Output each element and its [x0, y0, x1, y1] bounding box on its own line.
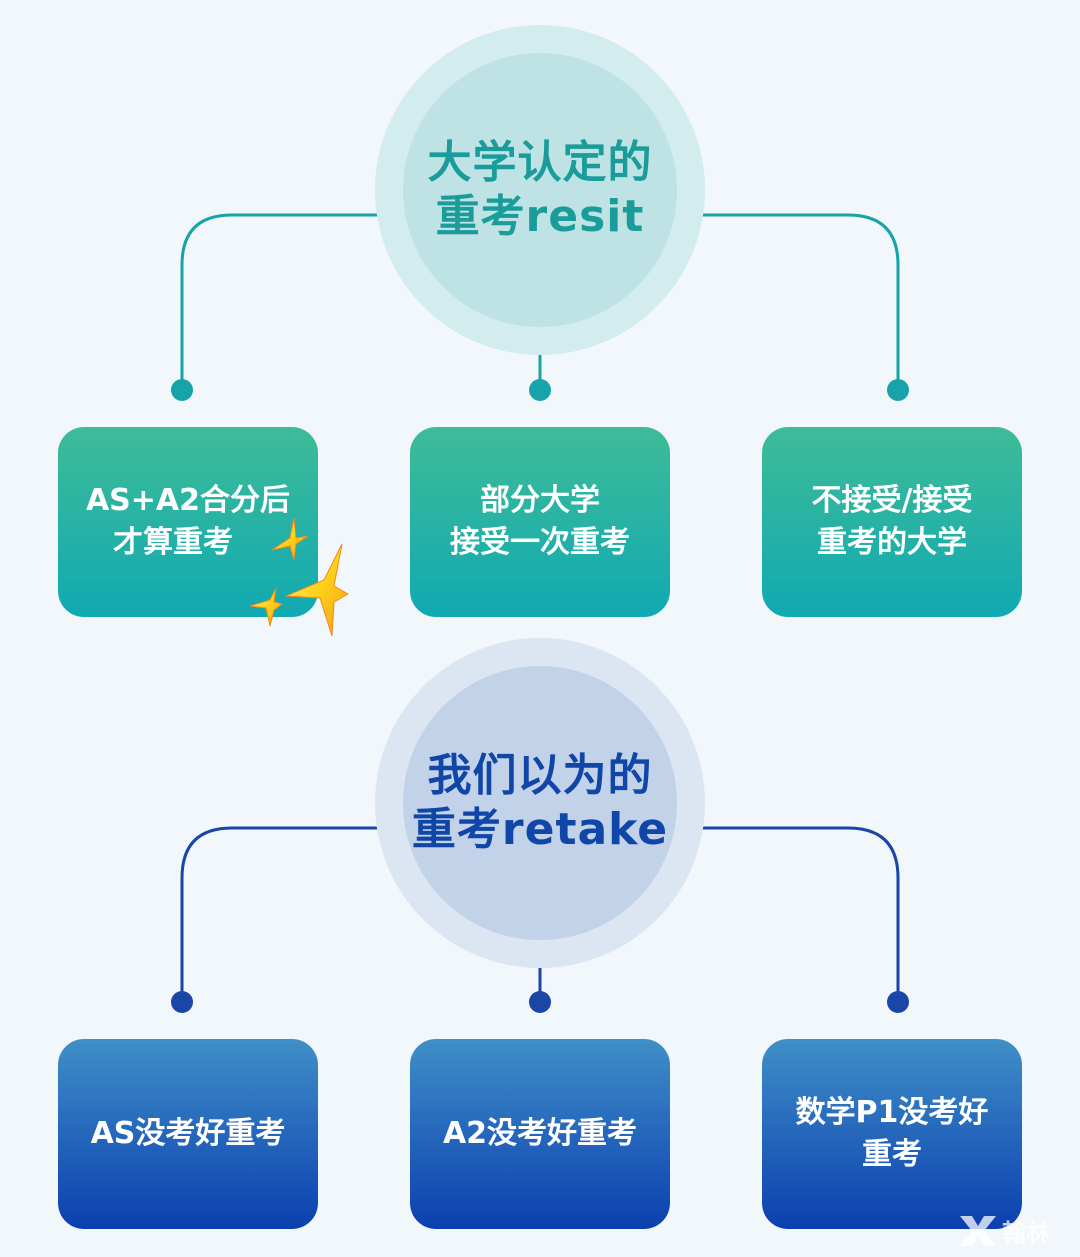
hub-resit-line-1: 大学认定的 — [427, 137, 653, 188]
sparkle-large — [285, 543, 350, 637]
resit-box-universities-line-1: 不接受/接受 — [811, 483, 973, 518]
bottom-connector-left — [180, 826, 378, 1002]
retake-box-a2-line-1: A2没考好重考 — [442, 1116, 638, 1151]
resit-box-as-a2: AS+A2合分后 才算重考 — [58, 427, 318, 617]
retake-box-as-line-1: AS没考好重考 — [90, 1116, 286, 1151]
retake-box-math-p1-line-2: 重考 — [862, 1137, 922, 1172]
hub-resit: 大学认定的 重考resit — [375, 25, 705, 355]
sparkle-small-top — [271, 517, 309, 561]
sparkle-small-left — [249, 587, 284, 627]
hub-retake: 我们以为的 重考retake — [375, 638, 705, 968]
retake-box-as: AS没考好重考 — [58, 1039, 318, 1229]
top-dot-center — [529, 379, 551, 401]
logo-icon — [960, 1215, 996, 1246]
retake-box-a2: A2没考好重考 — [410, 1039, 670, 1229]
top-dot-right — [887, 379, 909, 401]
watermark-logo: 翰林 — [958, 1213, 1050, 1248]
bottom-dot-left — [171, 991, 193, 1013]
resit-box-universities-line-2: 重考的大学 — [817, 525, 967, 560]
resit-box-partial: 部分大学 接受一次重考 — [410, 427, 670, 617]
top-connector-left — [180, 213, 378, 390]
retake-box-math-p1: 数学P1没考好 重考 — [762, 1039, 1022, 1229]
resit-box-partial-line-1: 部分大学 — [480, 483, 600, 518]
sparkles-icon — [249, 517, 350, 637]
top-connector-dots — [171, 379, 909, 401]
bottom-dot-right — [887, 991, 909, 1013]
bottom-connector-right — [702, 826, 900, 1002]
top-connector-right — [702, 213, 900, 390]
resit-box-as-a2-line-2: 才算重考 — [113, 525, 233, 560]
retake-box-math-p1-line-1: 数学P1没考好 — [795, 1095, 989, 1130]
resit-box-universities: 不接受/接受 重考的大学 — [762, 427, 1022, 617]
hub-retake-line-1: 我们以为的 — [427, 750, 653, 801]
resit-box-as-a2-line-1: AS+A2合分后 — [85, 483, 291, 518]
hub-retake-line-2: 重考retake — [411, 804, 669, 855]
resit-box-partial-line-2: 接受一次重考 — [450, 525, 630, 560]
top-dot-left — [171, 379, 193, 401]
bottom-dot-center — [529, 991, 551, 1013]
logo-text: 翰林 — [1002, 1219, 1050, 1247]
bottom-connector-dots — [171, 991, 909, 1013]
hub-resit-line-2: 重考resit — [435, 191, 645, 242]
hub-retake-inner: 我们以为的 重考retake — [403, 666, 677, 940]
hub-resit-inner: 大学认定的 重考resit — [403, 53, 677, 327]
